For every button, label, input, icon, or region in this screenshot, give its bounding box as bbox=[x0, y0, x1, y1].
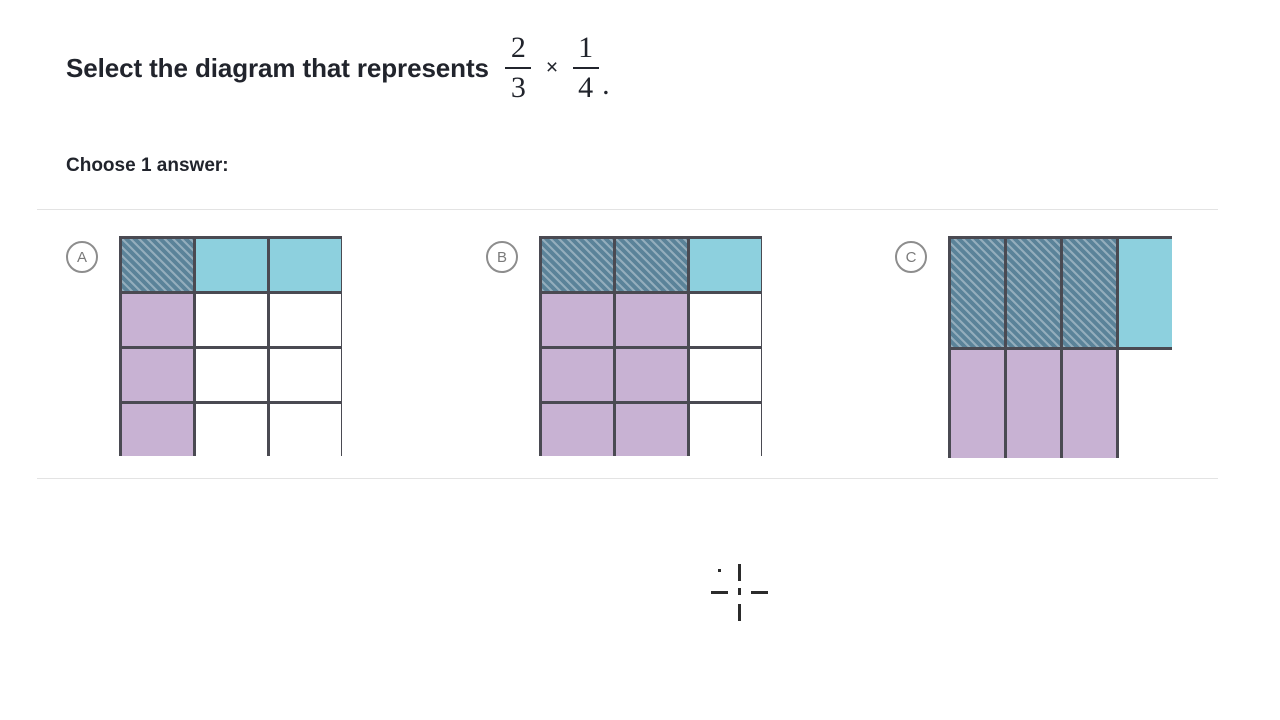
grid-cell bbox=[1063, 350, 1116, 458]
fraction-two-thirds: 2 3 bbox=[505, 32, 532, 104]
question-prompt: Select the diagram that represents 2 3 ×… bbox=[66, 26, 610, 110]
grid-cell bbox=[270, 349, 341, 401]
grid-cell bbox=[196, 239, 267, 291]
diagram-c[interactable] bbox=[948, 236, 1172, 458]
crosshair-arm-right bbox=[751, 591, 768, 594]
crosshair-center bbox=[738, 588, 741, 595]
fraction-numerator: 1 bbox=[578, 31, 594, 64]
answer-option-b[interactable]: B bbox=[486, 236, 762, 456]
answer-option-a[interactable]: A bbox=[66, 236, 342, 456]
grid-cell bbox=[690, 294, 761, 346]
diagram-a[interactable] bbox=[119, 236, 342, 456]
fraction-grid-b[interactable] bbox=[539, 236, 762, 456]
answer-option-c[interactable]: C bbox=[895, 236, 1172, 458]
crosshair-arm-down bbox=[738, 604, 741, 621]
grid-cell bbox=[1007, 239, 1060, 347]
fraction-bar bbox=[572, 67, 599, 69]
grid-cell bbox=[542, 349, 613, 401]
answer-options: A B C bbox=[0, 236, 1280, 468]
grid-cell bbox=[542, 294, 613, 346]
grid-cell bbox=[616, 239, 687, 291]
grid-cell bbox=[270, 404, 341, 456]
grid-cell bbox=[616, 349, 687, 401]
grid-cell bbox=[122, 349, 193, 401]
diagram-b[interactable] bbox=[539, 236, 762, 456]
grid-cell bbox=[1007, 350, 1060, 458]
grid-cell bbox=[270, 239, 341, 291]
fraction-denominator: 4 bbox=[578, 71, 594, 104]
grid-cell bbox=[690, 349, 761, 401]
question-text: Select the diagram that represents bbox=[66, 52, 489, 83]
option-letter-c[interactable]: C bbox=[895, 241, 927, 273]
grid-cell bbox=[1063, 239, 1116, 347]
option-letter-b[interactable]: B bbox=[486, 241, 518, 273]
grid-cell bbox=[196, 349, 267, 401]
grid-cell bbox=[542, 404, 613, 456]
grid-cell bbox=[1119, 239, 1172, 347]
grid-cell bbox=[542, 239, 613, 291]
grid-cell bbox=[690, 404, 761, 456]
choose-answer-label: Choose 1 answer: bbox=[66, 155, 229, 176]
fraction-bar bbox=[505, 67, 532, 69]
separator-top bbox=[37, 209, 1218, 210]
crosshair-arm-left bbox=[711, 591, 728, 594]
grid-cell bbox=[690, 239, 761, 291]
grid-cell bbox=[122, 404, 193, 456]
sentence-period: . bbox=[602, 68, 610, 101]
option-letter-a[interactable]: A bbox=[66, 241, 98, 273]
grid-cell bbox=[270, 294, 341, 346]
fraction-one-fourth: 1 4 bbox=[572, 32, 599, 104]
multiplication-sign: × bbox=[545, 56, 559, 79]
crosshair-arm-up bbox=[738, 564, 741, 581]
grid-cell bbox=[1119, 350, 1172, 458]
fraction-numerator: 2 bbox=[510, 31, 526, 64]
fraction-denominator: 3 bbox=[510, 71, 526, 104]
grid-cell bbox=[616, 404, 687, 456]
grid-cell bbox=[616, 294, 687, 346]
fraction-grid-c[interactable] bbox=[948, 236, 1172, 458]
separator-bottom bbox=[37, 478, 1218, 479]
fraction-grid-a[interactable] bbox=[119, 236, 342, 456]
crosshair-dot bbox=[718, 569, 721, 572]
grid-cell bbox=[196, 294, 267, 346]
grid-cell bbox=[951, 350, 1004, 458]
math-expression: 2 3 × 1 4 . bbox=[503, 32, 610, 104]
grid-cell bbox=[122, 294, 193, 346]
grid-cell bbox=[196, 404, 267, 456]
grid-cell bbox=[122, 239, 193, 291]
grid-cell bbox=[951, 239, 1004, 347]
